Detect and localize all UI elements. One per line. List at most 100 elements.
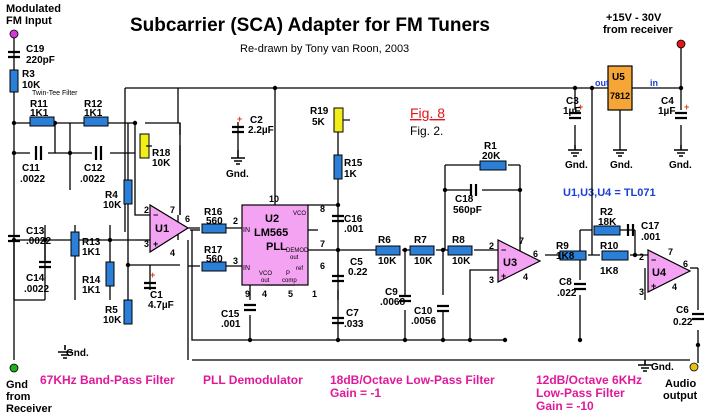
regulator-u5 <box>607 65 633 111</box>
svg-text:7: 7 <box>668 247 673 257</box>
capacitor-c2 <box>232 125 244 134</box>
label-c3: C3 <box>566 96 579 107</box>
label-c6: C6 <box>676 305 689 316</box>
svg-text:2: 2 <box>639 252 644 262</box>
chip-part-u2: LM565 <box>254 227 288 239</box>
pin-minus-u4: − <box>651 255 656 265</box>
value-r9: 1K8 <box>556 251 575 262</box>
capacitor-c10 <box>437 304 449 313</box>
resistor-r5 <box>123 299 133 325</box>
capacitor-c15 <box>244 303 256 312</box>
label-c19: C19 <box>26 44 45 55</box>
plus-c2: + <box>237 114 242 124</box>
resistor-r2 <box>593 225 621 236</box>
label-c15: C15 <box>221 309 240 320</box>
resistor-r6 <box>375 245 401 256</box>
section-bandpass: 67KHz Band-Pass Filter <box>40 373 175 387</box>
label-c1: C1 <box>150 290 163 301</box>
resistor-r12 <box>83 116 109 127</box>
resistor-r4 <box>123 179 133 205</box>
value-r11: 1K1 <box>30 108 49 119</box>
resistor-r13 <box>70 231 80 257</box>
ground-terminal <box>9 363 19 373</box>
svg-text:3: 3 <box>489 275 494 285</box>
value-c18: 560pF <box>453 205 482 216</box>
label-r4: R4 <box>105 190 118 201</box>
value-r16: 560 <box>206 216 223 227</box>
capacitor-c3 <box>569 111 581 120</box>
u2-demod-label: DEMOD <box>286 248 309 254</box>
ground-symbols <box>58 145 688 372</box>
value-c9: .0068 <box>380 297 405 308</box>
pin-numbers: 2 3 6 7 4 2 3 10 8 7 6 9 4 5 1 2 3 6 7 4… <box>144 194 688 299</box>
fig-label-red: Fig. 8 <box>410 105 445 121</box>
value-r2: 18K <box>598 217 617 228</box>
capacitors <box>8 50 704 325</box>
value-r4: 10K <box>103 200 122 211</box>
supply-terminal <box>676 39 686 49</box>
value-c5: 0.22 <box>348 267 368 278</box>
chip-label-u5: U5 <box>612 72 625 83</box>
label-c18: C18 <box>455 194 474 205</box>
gnd-text-5: Gnd. <box>669 160 692 171</box>
gnd-text-2: Gnd. <box>226 169 249 180</box>
svg-text:7: 7 <box>170 205 175 215</box>
u5-in-label: in <box>650 78 658 88</box>
value-c14: .0022 <box>24 284 49 295</box>
label-c4: C4 <box>661 96 674 107</box>
capacitor-c4 <box>675 111 687 120</box>
svg-text:5: 5 <box>288 289 293 299</box>
resistors <box>9 69 629 325</box>
value-c4: 1µF <box>658 106 675 117</box>
label-r18: R18 <box>152 148 171 159</box>
wiring <box>13 38 699 363</box>
label-r7: R7 <box>414 235 427 246</box>
svg-text:7: 7 <box>519 236 524 246</box>
svg-text:3: 3 <box>233 256 238 266</box>
svg-text:3: 3 <box>144 239 149 249</box>
resistor-r3 <box>9 69 19 93</box>
polarity-marks: + + + + <box>150 102 689 280</box>
gnd-text-6: Gnd. <box>651 362 674 373</box>
chip-label-u2: U2 <box>265 213 279 225</box>
label-c17: C17 <box>641 221 660 232</box>
capacitor-c6 <box>692 312 704 321</box>
svg-text:1: 1 <box>312 289 317 299</box>
section-lowpass18-line2: Gain = -1 <box>330 386 381 400</box>
fig-label-black: Fig. 2. <box>410 124 443 138</box>
gnd-label-line1: Gnd <box>6 379 28 391</box>
label-r11: R11 <box>30 99 48 110</box>
label-c13: C13 <box>26 226 45 237</box>
value-c1: 4.7µF <box>148 300 174 311</box>
capacitor-c1 <box>144 281 156 290</box>
value-c3: 1µF <box>563 106 580 117</box>
label-c10: C10 <box>414 306 433 317</box>
label-c16: C16 <box>344 214 363 225</box>
resistor-r14 <box>105 261 115 287</box>
u2-vcoout2-label: out <box>261 278 270 284</box>
schematic-subtitle: Re-drawn by Tony van Roon, 2003 <box>240 43 409 55</box>
value-r10: 1K8 <box>600 266 619 277</box>
gnd-symbol-5 <box>674 145 688 157</box>
svg-text:2: 2 <box>489 241 494 251</box>
label-r2: R2 <box>600 207 613 218</box>
value-c7: .033 <box>344 319 364 330</box>
opamp-note: U1,U3,U4 = TL071 <box>563 187 656 199</box>
resistor-r15 <box>333 154 343 180</box>
plus-c4: + <box>684 102 689 112</box>
label-r6: R6 <box>378 235 391 246</box>
audio-label-line1: Audio <box>665 378 696 390</box>
svg-text:8: 8 <box>320 204 325 214</box>
svg-text:6: 6 <box>533 249 538 259</box>
capacitor-c7 <box>332 316 344 325</box>
value-r3: 10K <box>22 80 41 91</box>
section-pll: PLL Demodulator <box>203 373 303 387</box>
capacitor-c16 <box>332 214 344 223</box>
value-r13: 1K1 <box>82 247 101 258</box>
capacitor-c12 <box>94 146 103 160</box>
label-r13: R13 <box>82 237 101 248</box>
value-r15: 1K <box>344 169 358 180</box>
plus-c3: + <box>578 102 583 112</box>
